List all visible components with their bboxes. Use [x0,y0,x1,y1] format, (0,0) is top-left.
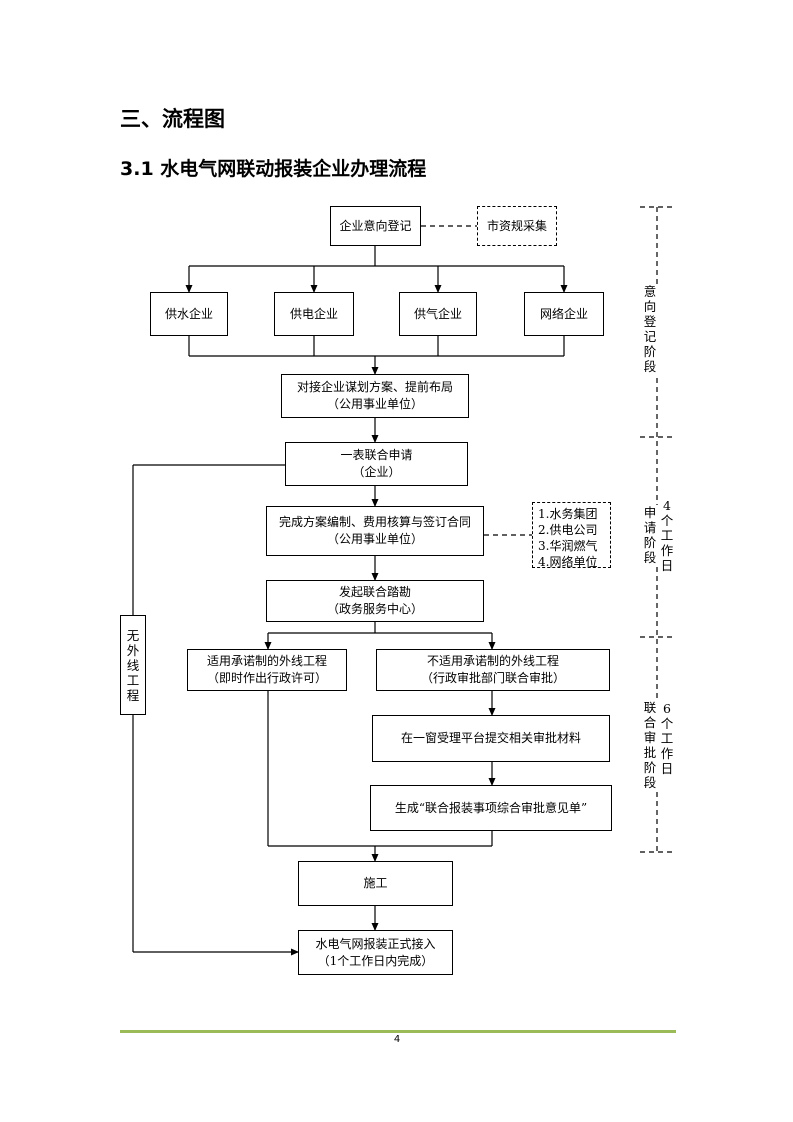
vertical-char: 个 [660,716,674,731]
page-number: 4 [393,1034,401,1045]
node-sublabel: （企业） [352,465,401,479]
node-market-collection: 市资规采集 [477,206,557,246]
node-non-commitment-works: 不适用承诺制的外线工程 （行政审批部门联合审批） [376,649,610,691]
vertical-char: 请 [643,520,657,535]
vertical-char: 阶 [643,344,657,359]
node-label: 对接企业谋划方案、提前布局 [296,380,453,394]
node-power-company: 供电企业 [274,292,354,336]
node-label: 不适用承诺制的外线工程 [426,654,559,668]
node-label: 一表联合申请 [340,448,413,462]
vertical-char: 批 [643,745,657,760]
vertical-char: 登 [643,314,657,329]
node-label: 施工 [363,876,388,890]
node-label: 发起联合踏勘 [338,585,411,599]
node-label: 在一窗受理平台提交相关审批材料 [400,731,581,745]
vertical-char: 审 [643,730,657,745]
stage-register-label: 意向登记阶段 [642,284,658,374]
vertical-char: 段 [643,775,657,790]
vertical-char: 意 [643,284,657,299]
vertical-char: 阶 [643,535,657,550]
node-label: 水电气网报装正式接入 [315,936,436,951]
node-gas-company: 供气企业 [399,292,477,336]
unit-item: 2.供电公司 [538,523,598,537]
unit-item: 3.华润燃气 [538,539,598,553]
vertical-char: 日 [660,558,674,573]
vertical-char: 阶 [643,760,657,775]
node-construction: 施工 [298,861,453,906]
node-sublabel: （政务服务中心） [326,602,423,616]
subsection-heading: 3.1 水电气网联动报装企业办理流程 [120,158,427,180]
stage-apply-label: 申请阶段 [642,505,658,565]
node-approval-opinion: 生成“联合报装事项综合审批意见单” [370,785,612,831]
vertical-char: 作 [660,543,674,558]
section-heading: 三、流程图 [120,107,225,131]
vertical-char: 外 [126,642,140,658]
node-label: 适用承诺制的外线工程 [206,654,327,668]
node-label: 供电企业 [289,306,338,321]
vertical-char: 工 [126,672,140,688]
node-label: 企业意向登记 [339,218,412,233]
vertical-char: 日 [660,761,674,776]
vertical-char: 无 [126,627,140,643]
node-water-company: 供水企业 [150,292,228,336]
node-label: 供水企业 [164,306,213,321]
vertical-char: 作 [660,746,674,761]
vertical-char: 个 [660,513,674,528]
node-submit-materials: 在一窗受理平台提交相关审批材料 [372,715,610,762]
node-commitment-works: 适用承诺制的外线工程 （即时作出行政许可） [187,649,347,691]
vertical-char: 工 [660,731,674,746]
node-plan-contract: 完成方案编制、费用核算与签订合同 （公用事业单位） [266,506,484,556]
node-enterprise-registration: 企业意向登记 [330,206,421,246]
unit-item: 4.网络单位 [538,555,598,569]
node-label: 市资规采集 [486,219,547,233]
node-vertical-label: 无外线工程 [127,628,140,703]
vertical-char: 向 [643,299,657,314]
node-utility-units: 1.水务集团 2.供电公司 3.华润燃气 4.网络单位 [532,502,611,569]
node-plan-layout: 对接企业谋划方案、提前布局 （公用事业单位） [281,374,469,418]
unit-item: 1.水务集团 [538,507,598,521]
vertical-char: 程 [126,687,140,703]
vertical-char: 联 [643,700,657,715]
node-label: 完成方案编制、费用核算与签订合同 [278,515,471,529]
node-sublabel: （1个工作日内完成） [317,953,434,968]
stage-approve-label: 联合审批阶段 [642,700,658,790]
node-joint-survey: 发起联合踏勘 （政务服务中心） [266,580,484,622]
vertical-char: 段 [643,550,657,565]
vertical-char: 记 [643,329,657,344]
vertical-char: 段 [643,359,657,374]
node-network-company: 网络企业 [524,292,604,336]
vertical-char: 工 [660,528,674,543]
vertical-char: 申 [643,505,657,520]
vertical-char: 线 [126,657,140,673]
vertical-char: 合 [643,715,657,730]
node-no-external-works: 无外线工程 [120,615,146,715]
node-sublabel: （行政审批部门联合审批） [420,671,565,685]
node-sublabel: （即时作出行政许可） [206,671,327,685]
node-sublabel: （公用事业单位） [326,397,423,411]
node-label: 生成“联合报装事项综合审批意见单” [394,800,588,815]
footer-rule [120,1030,676,1033]
node-joint-application: 一表联合申请 （企业） [285,442,468,486]
vertical-char: 6 [663,701,671,716]
node-label: 供气企业 [413,306,462,321]
node-formal-connection: 水电气网报装正式接入 （1个工作日内完成） [298,930,453,975]
vertical-char: 4 [663,498,671,513]
node-sublabel: （公用事业单位） [326,532,423,546]
node-label: 网络企业 [539,306,588,321]
